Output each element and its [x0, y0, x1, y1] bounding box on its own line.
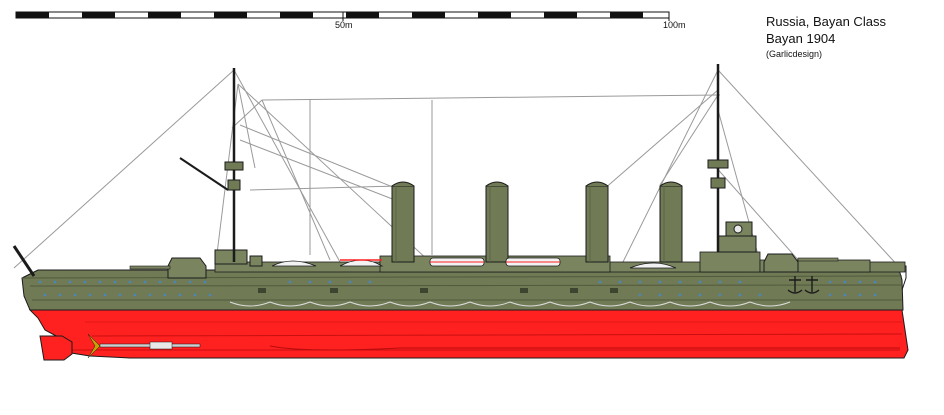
funnel-3 — [585, 181, 609, 263]
lower-hull — [28, 309, 909, 359]
drawing-title: Russia, Bayan Class — [766, 14, 886, 29]
funnel-4 — [659, 181, 683, 263]
drawing-credit: (Garlicdesign) — [766, 49, 823, 59]
scale-label-100m: 100m — [663, 20, 686, 30]
scale-label-50m: 50m — [335, 20, 353, 30]
funnel-2 — [485, 181, 509, 263]
ship-boats — [271, 257, 677, 269]
drawing-subtitle: Bayan 1904 — [766, 31, 836, 46]
rigging-lines — [13, 69, 901, 269]
upper-hull — [21, 265, 907, 311]
superstructure — [129, 221, 906, 279]
masts — [179, 64, 729, 262]
scale-bar — [15, 11, 670, 21]
funnels — [391, 181, 683, 263]
rudder-and-propeller — [39, 333, 201, 361]
stern-gun — [12, 245, 36, 277]
funnel-1 — [391, 181, 415, 263]
